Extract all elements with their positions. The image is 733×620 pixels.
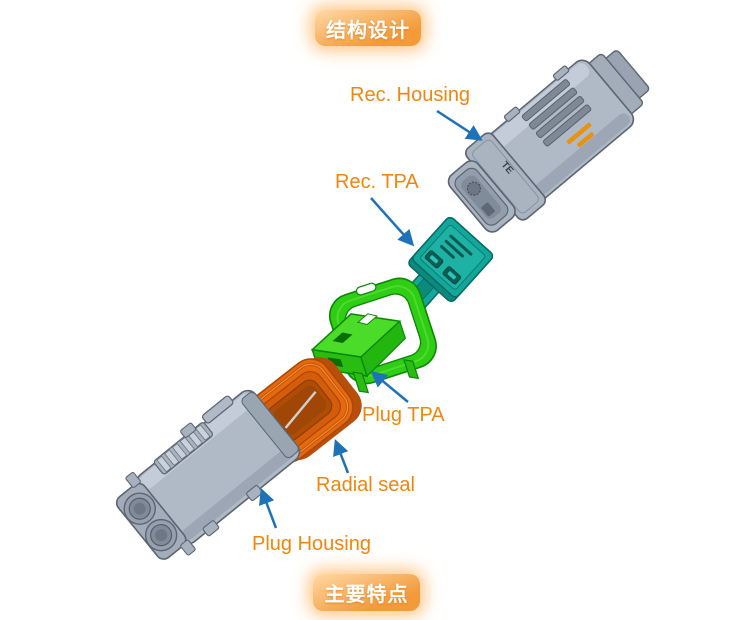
terminal-slots	[521, 79, 592, 147]
plug-tpa-hole-left	[332, 332, 353, 343]
knurled-lock-icon	[466, 181, 482, 196]
radial-seal-glint	[284, 390, 317, 429]
plug-tpa-ring-notch	[355, 282, 377, 296]
cavity-barrels	[123, 492, 178, 552]
rec-tpa-lock-windows	[424, 250, 462, 285]
arrow-to-radial-seal	[333, 438, 350, 474]
plug-housing-bottom-shade	[182, 445, 296, 540]
collar-window	[481, 202, 495, 217]
part-number-marking	[566, 122, 595, 148]
section-badge-structure-design: 结构设计	[315, 10, 421, 46]
bottom-tabs	[202, 485, 263, 537]
rec-tpa-label: Rec. TPA	[335, 171, 419, 193]
plug-housing-label: Plug Housing	[252, 533, 371, 555]
rec-housing-label: Rec. Housing	[350, 84, 471, 106]
latch-bumps	[503, 65, 570, 122]
latch-ribs	[156, 424, 211, 473]
arrow-to-rec-tpa	[370, 197, 415, 247]
rec-housing-part: TE	[447, 50, 650, 233]
plug-housing-part	[115, 389, 301, 560]
rec-housing-collar-line	[472, 139, 539, 214]
radial-seal-label: Radial seal	[316, 474, 415, 496]
arrow-to-plug-housing	[259, 487, 278, 529]
plug-tpa-hole-right	[356, 313, 379, 326]
arrow-to-plug-tpa	[370, 370, 409, 403]
latch-catch	[180, 422, 197, 438]
section-badge-main-features: 主要特点	[313, 574, 420, 611]
plug-tpa-label: Plug TPA	[362, 404, 445, 426]
rec-tpa-marking-lines	[439, 234, 473, 259]
front-corner-posts	[125, 472, 196, 556]
latch-base	[153, 422, 214, 475]
rec-housing-bottom-shade	[520, 113, 631, 208]
plug-housing-rear-face	[241, 391, 299, 459]
latch-arm	[201, 395, 234, 424]
arrow-to-rec-housing	[436, 109, 483, 141]
plug-tpa-right-face	[360, 320, 407, 378]
